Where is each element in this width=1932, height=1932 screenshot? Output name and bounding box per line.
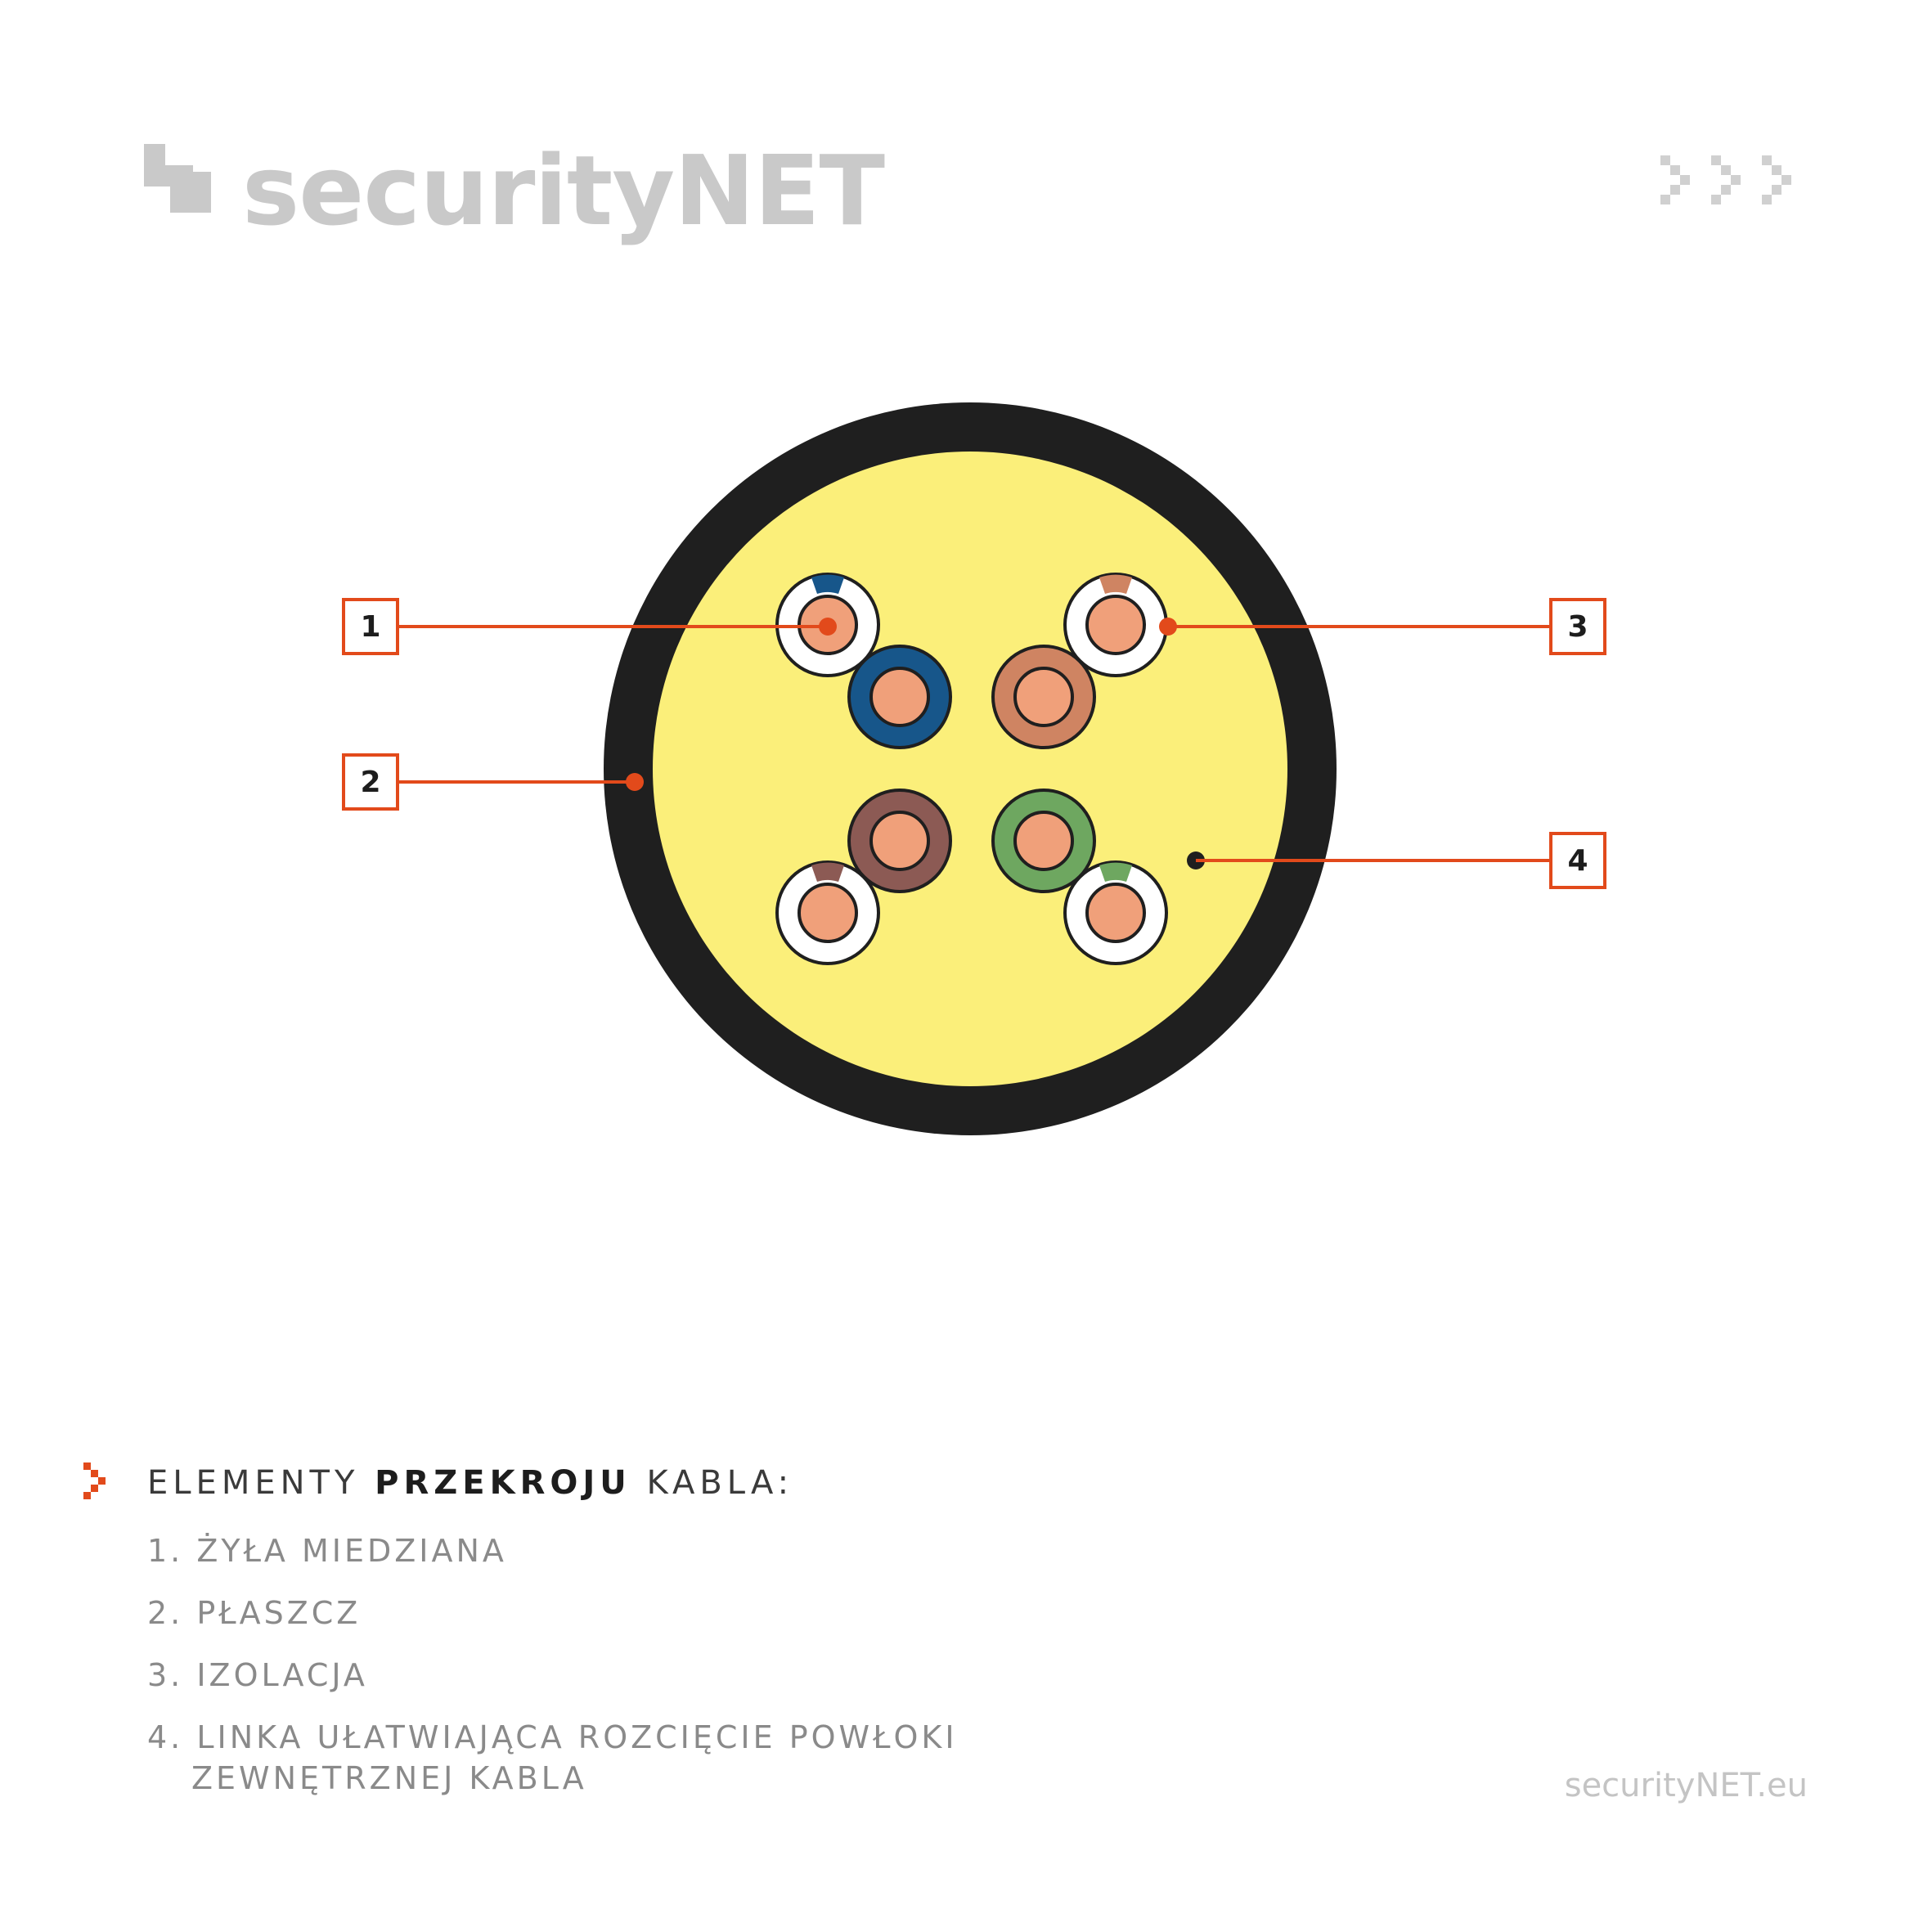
orange-chevron-icon (83, 1462, 106, 1499)
wire-orange (991, 645, 1096, 749)
leader-dot-3 (1159, 618, 1177, 636)
securitynet-logo: securityNET (144, 137, 885, 244)
legend-item-4-continuation: ZEWNĘTRZNEJ KABLA (191, 1760, 587, 1796)
legend-item-1: 1. ŻYŁA MIEDZIANA (147, 1533, 507, 1569)
cable-filler (653, 452, 1287, 1086)
legend-item-3: 3. IZOLACJA (147, 1657, 368, 1693)
wire-green (991, 789, 1096, 893)
pair-orange-white (991, 573, 1168, 749)
chevron-arrows-icon (1660, 155, 1791, 204)
pixel-chevron-2 (1711, 155, 1741, 204)
wire-brown (847, 789, 952, 893)
pixel-chevron-3 (1762, 155, 1791, 204)
wire-blue (847, 645, 952, 749)
logo-mark-icon (144, 144, 211, 213)
wire-white-orange (1063, 573, 1168, 677)
leader-dot-2 (626, 773, 644, 791)
legend-item-4: 4. LINKA UŁATWIAJĄCA ROZCIĘCIE POWŁOKI (147, 1719, 958, 1755)
legend-title: ELEMENTY PRZEKROJU KABLA: (147, 1464, 794, 1502)
pair-green-white (991, 789, 1168, 965)
callout-1: 1 (342, 598, 399, 655)
wire-white-brown (775, 860, 880, 965)
pixel-chevron-1 (1660, 155, 1690, 204)
callout-3: 3 (1549, 598, 1606, 655)
cable-cross-section-diagram (399, 402, 1549, 1135)
callout-4: 4 (1549, 832, 1606, 889)
leader-dot-1 (819, 618, 837, 636)
pair-brown-white (775, 789, 952, 965)
wire-white-green (1063, 860, 1168, 965)
callout-2: 2 (342, 753, 399, 811)
logo-text: securityNET (242, 134, 885, 247)
legend-item-2: 2. PŁASZCZ (147, 1595, 362, 1631)
footer-url: securityNET.eu (1564, 1767, 1808, 1804)
